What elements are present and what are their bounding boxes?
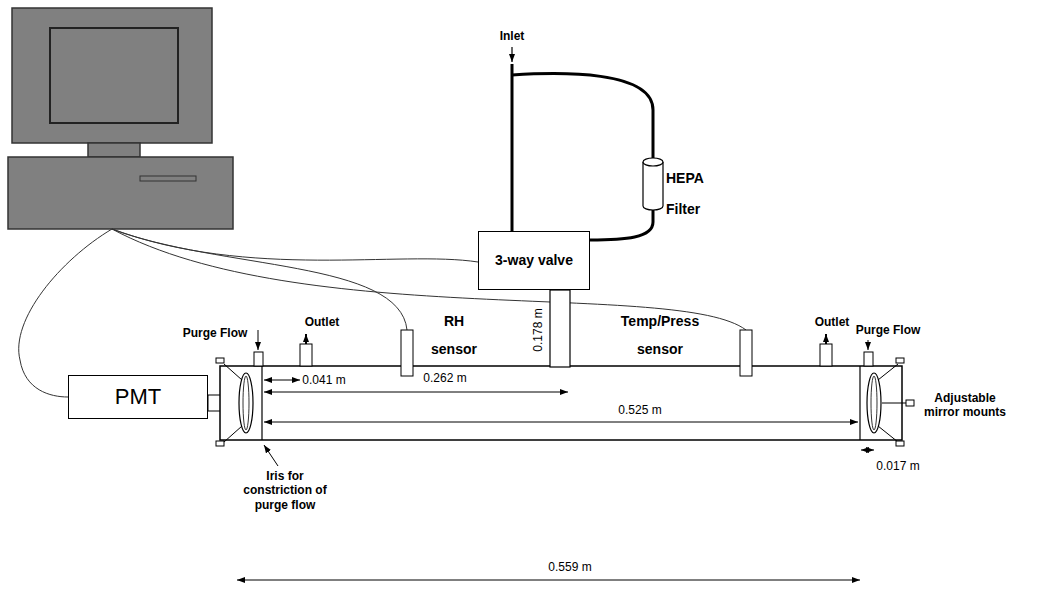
- detector-box: PMT: [68, 375, 208, 419]
- outlet-port: [300, 344, 312, 366]
- right-mirror: [867, 373, 881, 433]
- pmt-wire: [19, 229, 112, 397]
- filter-return-tube: [590, 210, 653, 240]
- filter-tube: [512, 74, 653, 158]
- valve-box: 3-way valve: [478, 231, 590, 290]
- dimension-arrow: [264, 422, 858, 423]
- purge-port: [254, 352, 263, 366]
- box-text: PMT: [115, 383, 161, 411]
- port-label: Outlet: [815, 315, 850, 329]
- port-label: Outlet: [305, 315, 340, 329]
- rh-sensor-wire: [112, 229, 407, 330]
- box-text: 3-way valve: [495, 252, 573, 270]
- dimension-label: 0.559 m: [548, 560, 591, 574]
- part-label: Adjustable mirror mounts: [919, 391, 1011, 420]
- screw-rod: [224, 426, 242, 442]
- dimension-arrow: [237, 580, 860, 581]
- screw-rod: [882, 403, 906, 404]
- inlet-tube: [511, 64, 514, 231]
- computer-icon: [8, 8, 233, 229]
- temp-sensor-probe: [740, 330, 752, 376]
- outlet-arrow: [305, 334, 307, 344]
- screw-rod: [878, 364, 898, 380]
- right-mirror-face: [871, 376, 877, 430]
- hepa-filter-cylinder: [643, 162, 663, 210]
- mirror-mount-screws: [216, 358, 914, 446]
- valve-wire: [112, 229, 478, 262]
- left-mirror-face: [243, 376, 249, 430]
- dimension-label: 0.178 m: [531, 308, 545, 351]
- dimension-label: 0.017 m: [876, 459, 919, 473]
- dimension-label: 0.525 m: [618, 403, 661, 417]
- dimension-label: 0.262 m: [423, 371, 466, 385]
- inlet-pipe: [550, 290, 570, 367]
- monitor-screen: [50, 28, 178, 123]
- dimension-arrows: [237, 380, 874, 580]
- port-label: Purge Flow: [183, 326, 248, 340]
- dimension-arrow: [861, 450, 874, 451]
- dimension-arrow: [264, 392, 568, 393]
- outlet-arrow: [825, 334, 827, 344]
- purge-port: [864, 352, 873, 366]
- iris-right: [859, 366, 860, 440]
- left-mirror: [239, 373, 253, 433]
- monitor-stand: [88, 143, 140, 157]
- screw-head: [906, 400, 914, 406]
- screw-head: [216, 358, 224, 363]
- inlet-arrow: [511, 47, 512, 62]
- part-label: Temp/Press sensor: [614, 307, 706, 363]
- computer-tower: [8, 157, 233, 229]
- leader-arrow: [264, 445, 278, 466]
- port-label: Purge Flow: [856, 323, 921, 337]
- purge-arrow: [258, 330, 259, 350]
- part-label: HEPA Filter: [666, 163, 722, 225]
- screw-head: [216, 441, 224, 446]
- dimension-label: 0.041 m: [302, 373, 345, 387]
- screw-head: [896, 358, 904, 363]
- screw-rod: [878, 426, 898, 442]
- drive-slot: [140, 176, 196, 181]
- dimension-arrow: [264, 380, 300, 381]
- iris-left: [261, 366, 262, 440]
- outlet-port: [820, 344, 832, 366]
- part-label: RH sensor: [426, 307, 482, 363]
- sample-cell: [220, 366, 902, 440]
- purge-arrow: [868, 340, 869, 350]
- port-label: Inlet: [500, 29, 525, 43]
- part-label: Iris for constriction of purge flow: [235, 469, 335, 512]
- screw-rod: [224, 364, 242, 380]
- rh-sensor-probe: [401, 330, 413, 376]
- monitor-body: [12, 8, 212, 143]
- hepa-filter-top: [643, 158, 663, 166]
- screw-head: [896, 441, 904, 446]
